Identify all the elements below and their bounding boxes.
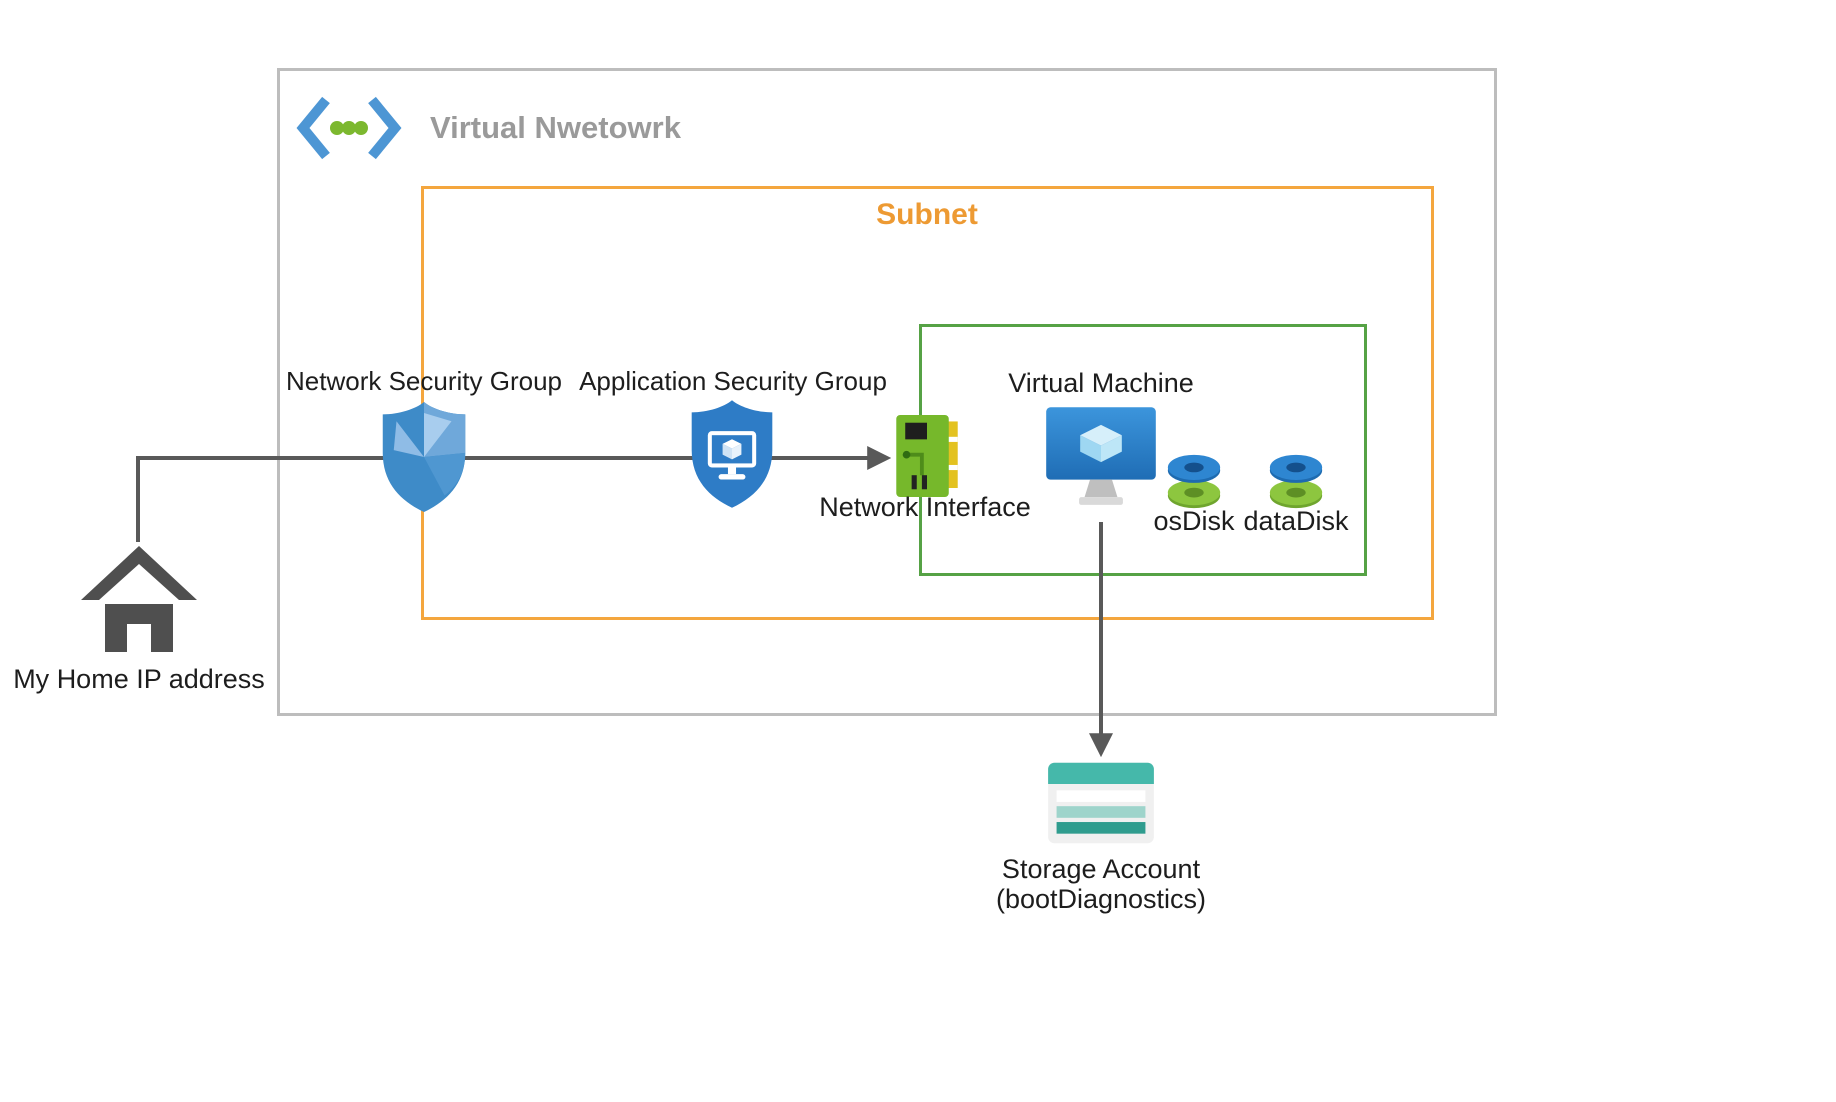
network-interface-icon: [895, 413, 959, 499]
nsg-label: Network Security Group: [286, 366, 562, 396]
os-disk-icon: [1163, 447, 1225, 513]
data-disk-label: dataDisk: [1243, 506, 1349, 536]
application-security-group-icon: [689, 398, 775, 510]
home-label: My Home IP address: [13, 664, 265, 694]
data-disk-icon: [1265, 447, 1327, 513]
asg-label: Application Security Group: [579, 366, 887, 396]
virtual-network-icon: [293, 94, 405, 162]
storage-sublabel: (bootDiagnostics): [995, 884, 1207, 914]
storage-account-icon: [1046, 760, 1156, 846]
virtual-machine-icon: [1044, 405, 1158, 517]
home-icon: [75, 540, 203, 656]
virtual-network-label: Virtual Nwetowrk: [430, 110, 681, 145]
subnet-container: [421, 186, 1434, 620]
os-disk-label: osDisk: [1153, 506, 1235, 536]
vm-label: Virtual Machine: [1008, 368, 1194, 398]
storage-label: Storage Account: [1001, 854, 1201, 884]
virtual-network-container: [277, 68, 1497, 716]
nic-label: Network Interface: [819, 492, 1031, 522]
network-security-group-icon: [380, 400, 468, 514]
subnet-label: Subnet: [876, 198, 978, 231]
